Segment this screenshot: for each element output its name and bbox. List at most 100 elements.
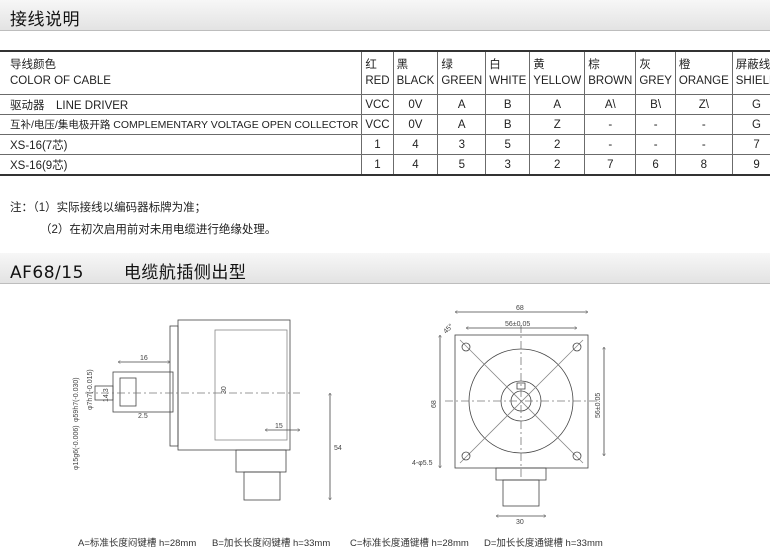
- table-row: 驱动器 LINE DRIVER VCC 0V A B A A\ B\ Z\ G: [0, 94, 770, 115]
- table-cell: -: [674, 114, 733, 135]
- dim-68-width: 68: [516, 305, 524, 312]
- table-cell: -: [635, 134, 676, 155]
- dim-16: 16: [140, 355, 148, 362]
- color-en: GREY: [639, 75, 672, 87]
- dim-56-height: 56±0.05: [595, 393, 602, 418]
- color-en: BROWN: [588, 75, 633, 87]
- table-cell: VCC: [361, 94, 394, 115]
- header-cable-color: 导线颜色 COLOR OF CABLE: [0, 50, 363, 95]
- table-cell: 5: [485, 134, 531, 155]
- front-view: 68 56±0.05 68 56±0.05 4-φ5.5 45° 30: [412, 305, 604, 526]
- table-cell: Z: [529, 114, 586, 135]
- row-label: XS-16(9芯): [0, 154, 363, 176]
- table-cell: 4: [392, 154, 439, 176]
- connector-body: [235, 449, 287, 473]
- encoder-flange: [169, 325, 179, 447]
- table-cell: G: [731, 114, 770, 135]
- dim-30: 30: [221, 386, 228, 394]
- dim-54: 54: [334, 445, 342, 452]
- dim-holes: 4-φ5.5: [412, 460, 433, 467]
- mount-hole: [461, 342, 471, 352]
- color-en: BLACK: [396, 75, 435, 87]
- wiring-notes: 注：（1）实际接线以编码器标牌为准； （2）在初次启用前对未用电缆进行绝缘处理。: [10, 197, 276, 241]
- table-cell: 4: [392, 134, 439, 155]
- encoder-rear: [214, 329, 288, 441]
- color-cn: 棕: [588, 59, 600, 71]
- dim-56-width: 56±0.05: [505, 321, 530, 328]
- dim-angle: 45°: [442, 322, 455, 335]
- table-cell: B: [485, 114, 531, 135]
- caption-d: D=加长长度通键槽 h=33mm: [484, 538, 603, 549]
- color-en: WHITE: [489, 75, 527, 87]
- table-cell: 0V: [392, 114, 439, 135]
- caption-b: B=加长长度闷键槽 h=33mm: [212, 538, 331, 549]
- table-cell: 7: [584, 154, 637, 176]
- color-cn: 灰: [639, 59, 651, 71]
- color-en: RED: [365, 75, 390, 87]
- connector-plug: [502, 479, 540, 507]
- model-number: AF68/15: [10, 263, 84, 283]
- dim-2: 2.5: [138, 413, 148, 420]
- table-cell: VCC: [361, 114, 394, 135]
- table-row: 互补/电压/集电极开路 COMPLEMENTARY VOLTAGE OPEN C…: [0, 114, 770, 135]
- color-cn: 黄: [533, 59, 545, 71]
- dim-30-width: 30: [516, 519, 524, 526]
- dimension-drawing: 16 15 54 30 φ59h7(-0.030) φ7h7(-0.015) φ…: [73, 305, 770, 526]
- table-cell: -: [584, 114, 637, 135]
- row-label: 驱动器 LINE DRIVER: [0, 94, 363, 115]
- color-en: SHIELD: [735, 75, 770, 87]
- table-row: XS-16(9芯) 1 4 5 3 2 7 6 8 9: [0, 154, 770, 176]
- mount-hole: [572, 342, 582, 352]
- color-cn: 屏蔽线: [735, 59, 770, 71]
- table-cell: 2: [529, 134, 586, 155]
- note-line: 注：（1）实际接线以编码器标牌为准；: [10, 202, 207, 214]
- row-label: 互补/电压/集电极开路 COMPLEMENTARY VOLTAGE OPEN C…: [0, 114, 363, 135]
- table-cell: A\: [584, 94, 637, 115]
- connector-plug: [243, 471, 281, 501]
- dim-shaft-15: φ15g6(-0.006): [73, 425, 80, 470]
- table-cell: 6: [635, 154, 676, 176]
- header-color-grey: 灰 GREY: [635, 50, 676, 95]
- mount-hole: [461, 451, 471, 461]
- color-cn: 黑: [396, 59, 409, 71]
- table-cell: 2: [529, 154, 586, 176]
- table-cell: 1: [361, 134, 394, 155]
- table-cell: -: [674, 134, 733, 155]
- table-cell: A: [529, 94, 586, 115]
- table-cell: B: [485, 94, 531, 115]
- note-line: （2）在初次启用前对未用电缆进行绝缘处理。: [40, 224, 277, 236]
- header-cable-color-en: COLOR OF CABLE: [10, 75, 111, 87]
- table-cell: A: [437, 94, 487, 115]
- header-cable-color-cn: 导线颜色: [10, 59, 56, 71]
- section-header-wiring: 接线说明: [0, 0, 770, 31]
- table-cell: A: [437, 114, 487, 135]
- table-cell: 3: [437, 134, 487, 155]
- mount-hole: [572, 451, 582, 461]
- dim-shaft-59: φ59h7(-0.030): [73, 377, 80, 422]
- header-color-green: 绿 GREEN: [437, 50, 487, 95]
- table-cell: 9: [731, 154, 770, 176]
- caption-c: C=标准长度通键槽 h=28mm: [350, 538, 469, 549]
- table-row: XS-16(7芯) 1 4 3 5 2 - - - 7: [0, 134, 770, 155]
- color-cn: 绿: [441, 59, 453, 71]
- table-cell: -: [584, 134, 637, 155]
- dim-68-height: 68: [431, 400, 438, 408]
- dim-15: 15: [275, 423, 283, 430]
- table-cell: Z\: [674, 94, 733, 115]
- color-en: GREEN: [441, 75, 483, 87]
- header-color-brown: 棕 BROWN: [584, 50, 637, 95]
- encoder-body: [177, 319, 291, 451]
- color-cn: 白: [489, 59, 501, 71]
- dim-14: 14.3: [103, 388, 110, 402]
- diagonal-line: [459, 339, 584, 464]
- table-cell: 3: [485, 154, 531, 176]
- table-cell: -: [635, 114, 676, 135]
- header-color-white: 白 WHITE: [485, 50, 531, 95]
- caption-a: A=标准长度闷键槽 h=28mm: [78, 538, 197, 549]
